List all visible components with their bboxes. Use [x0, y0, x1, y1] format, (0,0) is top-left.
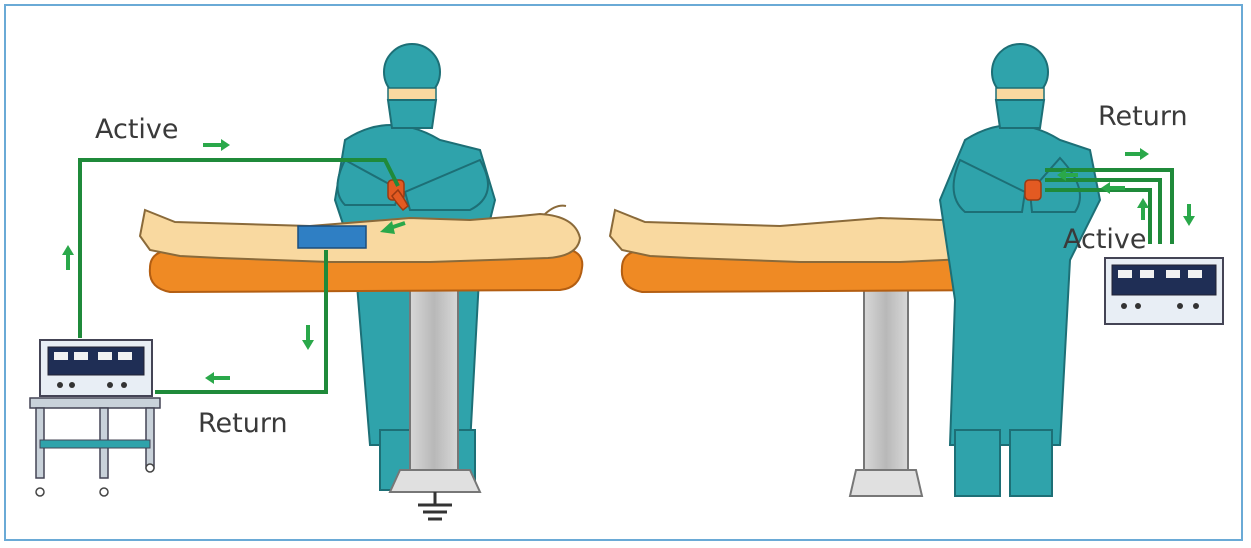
left-return-label: Return: [198, 410, 288, 437]
right-active-label: Active: [1063, 226, 1147, 253]
left-electrosurgical-generator: [30, 340, 160, 496]
right-return-label: Return: [1098, 103, 1188, 130]
left-active-label: Active: [95, 116, 179, 143]
arrow-up-icon: [1137, 198, 1149, 220]
arrow-left-icon: [205, 372, 230, 384]
arrow-up-icon: [62, 245, 74, 270]
right-surgeon: [940, 44, 1100, 496]
ground-icon: [418, 492, 452, 519]
arrow-right-icon: [203, 139, 230, 151]
arrow-right-icon: [1125, 148, 1149, 160]
arrow-down-icon: [1183, 204, 1195, 226]
right-electrosurgical-generator: [1105, 258, 1223, 324]
right-table-base: [850, 290, 922, 496]
arrow-down-icon: [302, 325, 314, 350]
arrow-left-icon: [1101, 182, 1125, 194]
